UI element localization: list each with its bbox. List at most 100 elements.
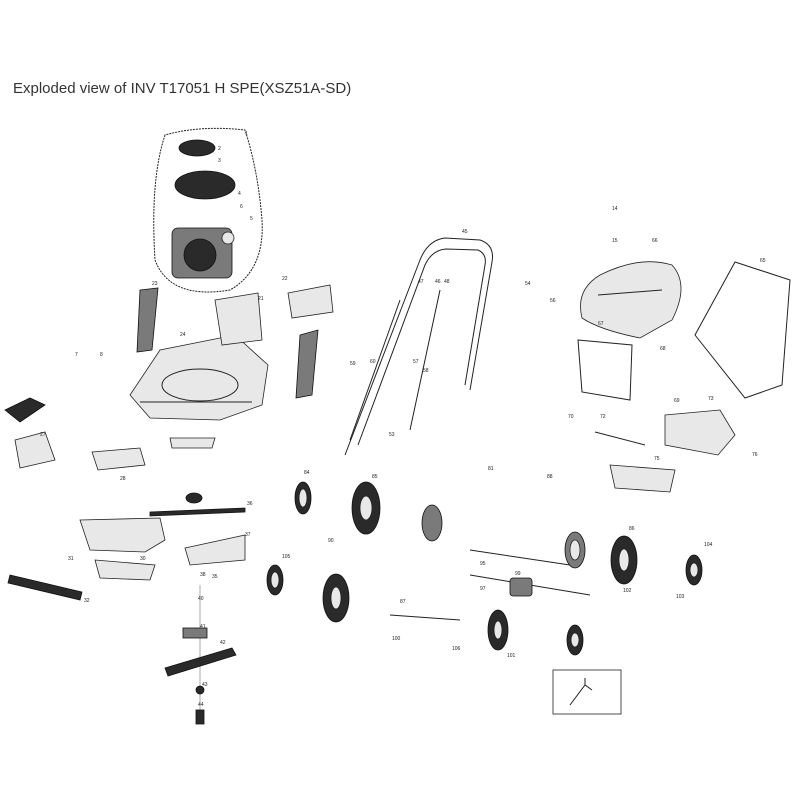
- part-label-2: 2: [218, 146, 221, 152]
- side-bracket-left: [136, 287, 159, 353]
- part-label-21: 21: [258, 296, 264, 302]
- rear-flap: [214, 292, 263, 346]
- part-label-28: 28: [120, 476, 126, 482]
- rear-wheel-left-outer: [266, 564, 284, 596]
- part-label-47: 47: [418, 279, 424, 285]
- part-label-69: 69: [674, 398, 680, 404]
- engine-assembly: [153, 127, 263, 293]
- gearbox: [509, 577, 533, 597]
- part-label-60: 60: [370, 359, 376, 365]
- part-label-41: 41: [200, 624, 206, 630]
- part-label-3: 3: [218, 158, 221, 164]
- part-label-68: 68: [660, 346, 666, 352]
- front-wheel-right: [610, 535, 638, 585]
- chute-cover: [14, 431, 56, 469]
- part-label-4: 4: [238, 191, 241, 197]
- part-label-59: 59: [350, 361, 356, 367]
- part-label-58: 58: [423, 368, 429, 374]
- part-label-36: 36: [247, 501, 253, 507]
- part-label-23: 23: [152, 281, 158, 287]
- part-label-106: 106: [452, 646, 461, 652]
- part-label-6: 6: [240, 204, 243, 210]
- part-label-48: 48: [444, 279, 450, 285]
- part-label-70: 70: [568, 414, 574, 420]
- rear-wheel-right-outer: [566, 624, 584, 656]
- side-bracket-right: [295, 329, 319, 399]
- part-label-105: 105: [282, 554, 291, 560]
- part-label-72: 72: [600, 414, 606, 420]
- part-label-44: 44: [198, 702, 204, 708]
- rear-wheel-right: [487, 609, 509, 651]
- tool-inset-box: [552, 669, 622, 715]
- part-label-84: 84: [304, 470, 310, 476]
- part-label-54: 54: [525, 281, 531, 287]
- part-label-14: 14: [612, 206, 618, 212]
- part-label-103: 103: [676, 594, 685, 600]
- part-label-104: 104: [704, 542, 713, 548]
- front-wheel-left-outer: [294, 481, 312, 515]
- part-label-35: 35: [212, 574, 218, 580]
- rear-axle-rod: [594, 431, 646, 446]
- part-label-87: 87: [400, 599, 406, 605]
- part-label-100: 100: [392, 636, 401, 642]
- part-label-7: 7: [75, 352, 78, 358]
- part-label-53: 53: [389, 432, 395, 438]
- blade-assembly: [164, 585, 237, 725]
- part-label-45: 45: [462, 229, 468, 235]
- grass-deflector-plate: [91, 447, 146, 471]
- mower-deck: [129, 334, 269, 421]
- rear-guard: [664, 409, 736, 456]
- part-label-22: 22: [282, 276, 288, 282]
- grass-bag-frame: [577, 261, 682, 401]
- pulley: [185, 492, 203, 504]
- front-wheel-left: [351, 481, 381, 535]
- deflector: [287, 284, 334, 319]
- part-label-32: 32: [84, 598, 90, 604]
- part-label-8: 8: [100, 352, 103, 358]
- part-label-40: 40: [198, 596, 204, 602]
- rear-flap-lower: [609, 464, 676, 493]
- part-label-42: 42: [220, 640, 226, 646]
- bracket-plate: [169, 437, 216, 449]
- part-label-37: 37: [245, 532, 251, 538]
- part-label-102: 102: [623, 588, 632, 594]
- page-title: Exploded view of INV T17051 H SPE(XSZ51A…: [13, 80, 352, 97]
- rear-wheel-left: [322, 573, 350, 623]
- drive-cable: [389, 614, 461, 621]
- front-skirt: [7, 574, 83, 601]
- cover-plate: [94, 559, 156, 581]
- front-wheel-cap: [421, 504, 443, 542]
- part-label-38: 38: [200, 572, 206, 578]
- part-label-85: 85: [372, 474, 378, 480]
- part-label-30: 30: [140, 556, 146, 562]
- handle-assembly: [344, 237, 493, 456]
- side-discharge-chute: [4, 397, 46, 423]
- part-label-90: 90: [328, 538, 334, 544]
- part-label-57: 57: [413, 359, 419, 365]
- part-label-86: 86: [629, 526, 635, 532]
- part-label-24: 24: [180, 332, 186, 338]
- part-label-15: 15: [612, 238, 618, 244]
- part-label-81: 81: [488, 466, 494, 472]
- part-label-101: 101: [507, 653, 516, 659]
- hex-key-icon: [569, 678, 593, 706]
- part-label-65: 65: [760, 258, 766, 264]
- part-label-99: 99: [515, 571, 521, 577]
- part-label-43: 43: [202, 682, 208, 688]
- part-label-31: 31: [68, 556, 74, 562]
- part-label-5: 5: [250, 216, 253, 222]
- front-axle: [469, 549, 571, 566]
- part-label-95: 95: [480, 561, 486, 567]
- part-label-97: 97: [480, 586, 486, 592]
- front-wheel-right-outer: [685, 554, 703, 586]
- guard-plate: [184, 534, 246, 566]
- drive-belt: [149, 507, 246, 517]
- part-label-66: 66: [652, 238, 658, 244]
- part-label-27: 27: [40, 432, 46, 438]
- part-label-73: 73: [708, 396, 714, 402]
- grass-bag: [694, 261, 791, 399]
- part-label-88: 88: [547, 474, 553, 480]
- part-label-75: 75: [654, 456, 660, 462]
- gear-wheel: [564, 531, 586, 569]
- part-label-56: 56: [550, 298, 556, 304]
